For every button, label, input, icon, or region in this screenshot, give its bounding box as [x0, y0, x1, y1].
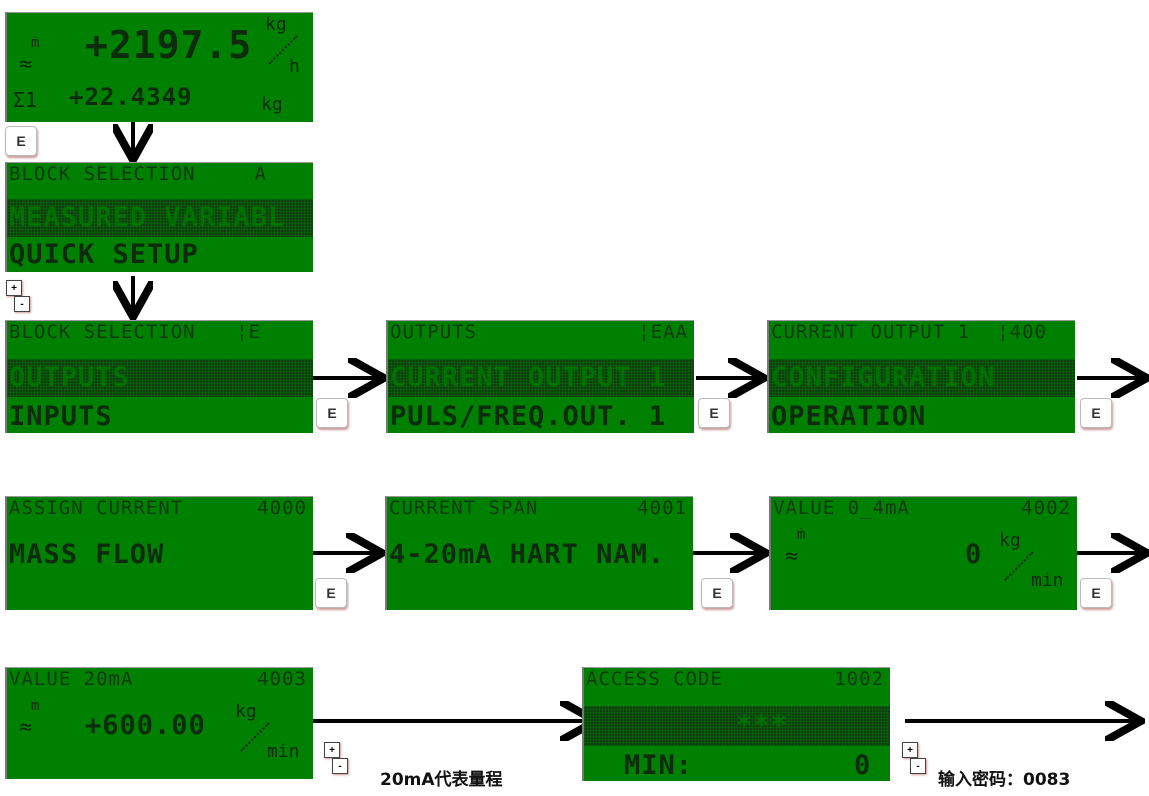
total-value: +22.4349 — [69, 83, 193, 111]
header: VALUE 0_4mA — [773, 497, 910, 519]
code-input[interactable]: *** — [736, 710, 788, 741]
flow-value: +2197.5 — [85, 23, 253, 67]
lcd-access-code: ACCESS CODE 1002 *** MIN: 0 — [582, 667, 890, 781]
minus-key[interactable]: - — [332, 758, 348, 774]
unit-slash — [240, 722, 270, 752]
lcd-current-output: CURRENT OUTPUT 1 ¦400 CONFIGURATION OPERA… — [767, 320, 1075, 433]
header: ASSIGN CURRENT — [9, 497, 184, 519]
value[interactable]: MASS FLOW — [9, 539, 165, 570]
header: BLOCK SELECTION — [9, 321, 196, 343]
selected-item[interactable]: CONFIGURATION — [771, 362, 996, 393]
lcd-value-20ma: VALUE 20mA 4003 ṁ ≈ +600.00 kg min — [5, 667, 313, 779]
selected-item[interactable]: CURRENT OUTPUT 1 — [390, 362, 667, 393]
header: BLOCK SELECTION — [9, 163, 196, 185]
enter-button[interactable]: E — [1080, 398, 1112, 428]
code: ¦E — [236, 321, 261, 343]
code: 4002 — [1021, 497, 1071, 519]
enter-button[interactable]: E — [315, 578, 347, 608]
menu-item[interactable]: OPERATION — [771, 401, 927, 432]
enter-button[interactable]: E — [698, 398, 730, 428]
value[interactable]: +600.00 — [85, 710, 206, 741]
unit-top: kg — [999, 530, 1021, 551]
min-label: MIN: — [624, 750, 694, 781]
plus-minus-button[interactable]: +- — [902, 742, 926, 776]
flow-symbol: ṁ — [31, 698, 40, 714]
lcd-home: ṁ ≈ +2197.5 kg h Σ1 +22.4349 kg — [5, 12, 313, 122]
total-unit: kg — [261, 94, 283, 115]
mass-flow-icon: ≈ — [19, 715, 33, 740]
plus-key[interactable]: + — [324, 742, 340, 758]
header: VALUE 20mA — [9, 668, 134, 690]
span-note: 20mA代表量程 — [380, 770, 503, 790]
selected-item[interactable]: OUTPUTS — [9, 362, 130, 393]
minus-key[interactable]: - — [14, 296, 30, 312]
flow-symbol: ṁ — [797, 527, 806, 543]
enter-button[interactable]: E — [316, 398, 348, 428]
unit-top: kg — [235, 701, 257, 722]
flow-unit-top: kg — [265, 14, 287, 35]
minus-key[interactable]: - — [910, 758, 926, 774]
password-note: 输入密码：0083 — [938, 770, 1071, 790]
selected-item[interactable]: MEASURED VARIABL — [9, 202, 286, 233]
code: ¦400 — [997, 321, 1047, 343]
plus-key[interactable]: + — [6, 280, 22, 296]
code: A — [254, 163, 267, 185]
lcd-value-0-4ma: VALUE 0_4mA 4002 ṁ ≈ 0 kg min — [769, 496, 1077, 610]
menu-item[interactable]: INPUTS — [9, 401, 113, 432]
header: OUTPUTS — [390, 321, 478, 343]
menu-item[interactable]: PULS/FREQ.OUT. 1 — [390, 401, 667, 432]
plus-minus-button[interactable]: +- — [6, 280, 30, 314]
code: 4003 — [257, 668, 307, 690]
value[interactable]: 0 — [965, 539, 983, 570]
header: ACCESS CODE — [586, 668, 723, 690]
value[interactable]: 4-20mA HART NAM. — [389, 539, 666, 570]
code: 4000 — [257, 497, 307, 519]
lcd-outputs: OUTPUTS ¦EAA CURRENT OUTPUT 1 PULS/FREQ.O… — [386, 320, 694, 433]
enter-button[interactable]: E — [1080, 578, 1112, 608]
unit-slash — [1004, 551, 1034, 581]
min-value: 0 — [854, 750, 872, 781]
code: 1002 — [834, 668, 884, 690]
lcd-assign-current: ASSIGN CURRENT 4000 MASS FLOW — [5, 496, 313, 610]
header: CURRENT SPAN — [389, 497, 539, 519]
flow-symbol: ṁ — [31, 35, 40, 51]
code: ¦EAA — [638, 321, 688, 343]
menu-item[interactable]: QUICK SETUP — [9, 239, 199, 270]
enter-button[interactable]: E — [5, 126, 37, 156]
code: 4001 — [637, 497, 687, 519]
unit-bottom: min — [267, 741, 300, 762]
lcd-block-selection-a: BLOCK SELECTION A MEASURED VARIABL QUICK … — [5, 162, 313, 272]
unit-bottom: min — [1031, 570, 1064, 591]
plus-key[interactable]: + — [902, 742, 918, 758]
plus-minus-button[interactable]: +- — [324, 742, 348, 776]
mass-flow-icon: ≈ — [19, 52, 33, 77]
mass-flow-icon: ≈ — [785, 544, 799, 569]
enter-button[interactable]: E — [701, 578, 733, 608]
lcd-block-selection-e: BLOCK SELECTION ¦E OUTPUTS INPUTS — [5, 320, 313, 433]
totalizer-icon: Σ1 — [13, 88, 38, 112]
header: CURRENT OUTPUT 1 — [771, 321, 971, 343]
lcd-current-span: CURRENT SPAN 4001 4-20mA HART NAM. — [385, 496, 693, 610]
flow-unit-bottom: h — [289, 56, 300, 77]
